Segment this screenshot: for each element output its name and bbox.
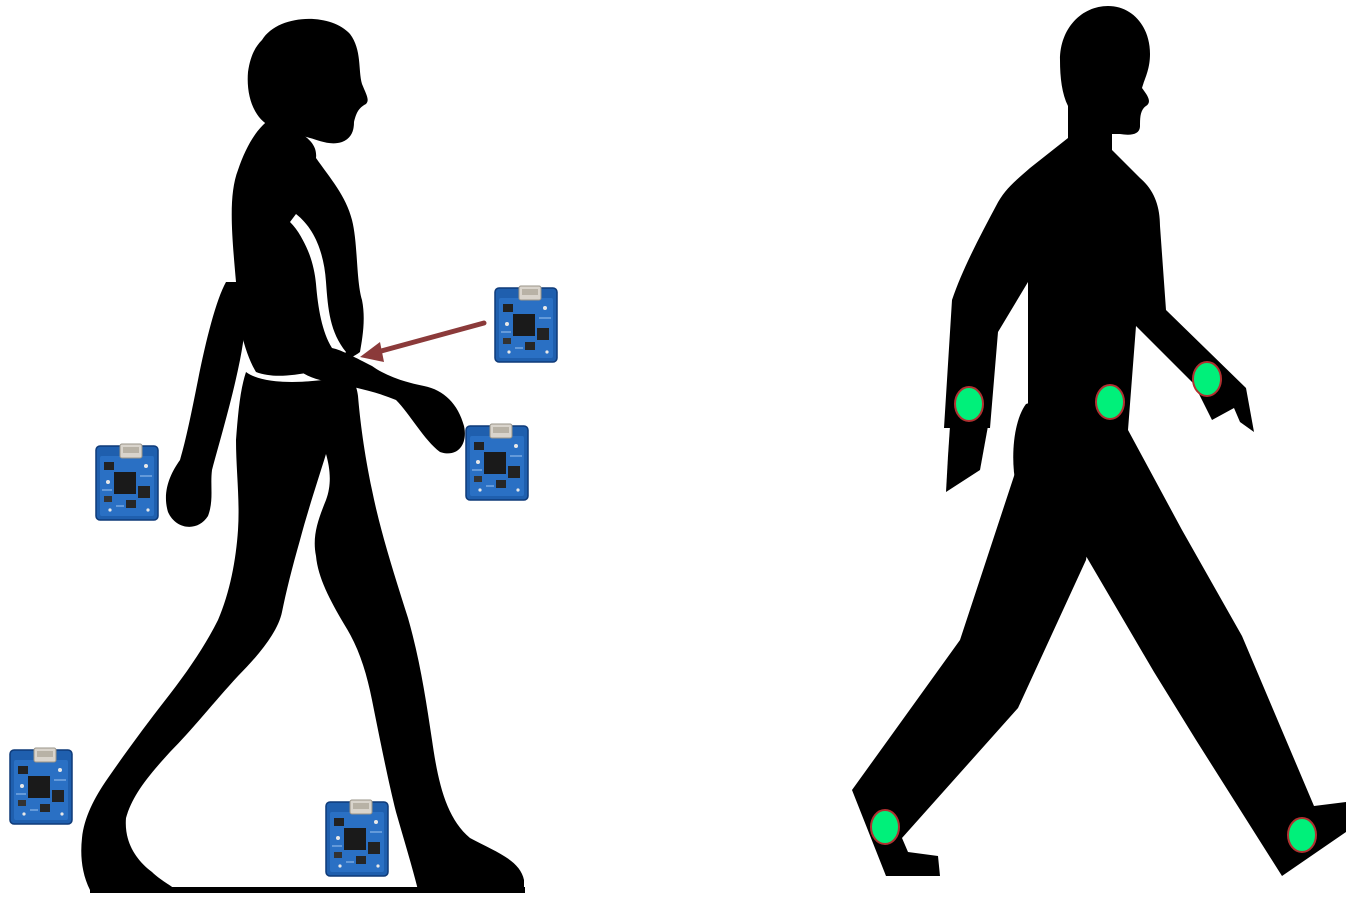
left-back-arm	[166, 282, 247, 527]
marker-waist	[1096, 385, 1124, 419]
marker-front-ankle	[1288, 818, 1316, 852]
sensor-board-wrist	[466, 424, 528, 500]
marker-back-ankle	[871, 810, 899, 844]
right-front-leg	[1050, 430, 1346, 876]
right-head	[1060, 6, 1150, 150]
sensor-board-chest	[495, 286, 557, 362]
right-walking-silhouette	[852, 6, 1346, 876]
sensor-board-front-ankle	[326, 800, 388, 876]
marker-front-wrist	[1193, 362, 1221, 396]
right-back-hand	[946, 426, 988, 492]
marker-back-wrist	[955, 387, 983, 421]
sensor-board-back-hand	[96, 444, 158, 520]
sensor-board-rear-ankle	[10, 748, 72, 824]
sensor-pointer-arrow	[360, 323, 484, 362]
